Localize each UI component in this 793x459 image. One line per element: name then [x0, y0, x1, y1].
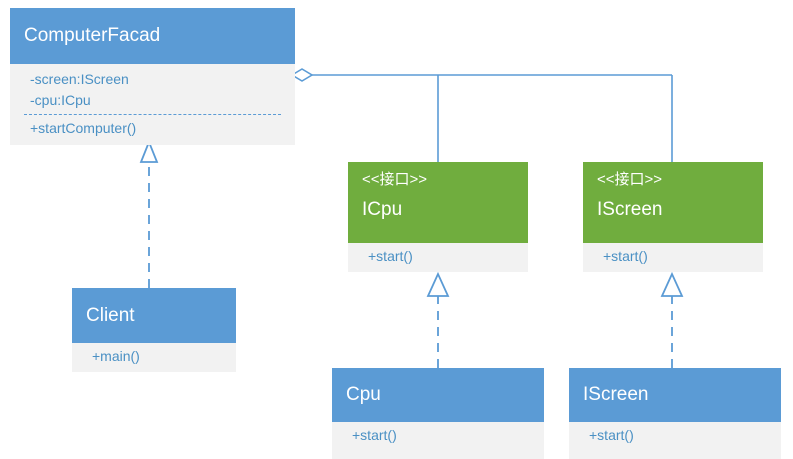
open-arrowhead-icon — [139, 139, 159, 163]
edge-client-to-facade — [139, 139, 159, 288]
interface-name-icpu: ICpu — [362, 199, 403, 220]
class-header-computer-facad: ComputerFacad — [10, 8, 295, 64]
class-name-cpu: Cpu — [346, 384, 381, 405]
class-box-screen[interactable]: IScreen +start() — [569, 368, 781, 459]
operation-start-icpu: +start() — [368, 248, 413, 264]
class-box-cpu[interactable]: Cpu +start() — [332, 368, 544, 459]
hollow-triangle-arrowhead-icon — [660, 271, 684, 297]
interface-body-iscreen: +start() — [583, 243, 763, 272]
interface-header-icpu: <<接口>> ICpu — [348, 162, 528, 243]
aggregation-diamond-icon — [290, 68, 314, 82]
operation-start-cpu: +start() — [352, 427, 397, 443]
hollow-triangle-arrowhead-icon — [426, 271, 450, 297]
interface-box-iscreen[interactable]: <<接口>> IScreen +start() — [583, 162, 763, 272]
class-header-cpu: Cpu — [332, 368, 544, 422]
attribute-cpu: -cpu:ICpu — [30, 92, 91, 108]
interface-header-iscreen: <<接口>> IScreen — [583, 162, 763, 243]
class-name-client: Client — [86, 304, 135, 326]
edge-screen-to-iscreen — [660, 271, 684, 368]
compartment-separator — [24, 114, 281, 115]
edge-cpu-to-icpu — [426, 271, 450, 368]
operation-start-iscreen: +start() — [603, 248, 648, 264]
class-header-screen: IScreen — [569, 368, 781, 422]
class-body-computer-facad: -screen:IScreen -cpu:ICpu +startComputer… — [10, 64, 295, 145]
operation-start-computer: +startComputer() — [30, 120, 137, 136]
interface-body-icpu: +start() — [348, 243, 528, 272]
operation-main: +main() — [92, 348, 140, 364]
edge-facade-to-interfaces — [290, 68, 673, 162]
attribute-screen: -screen:IScreen — [30, 71, 129, 87]
class-box-client[interactable]: Client +main() — [72, 288, 236, 372]
class-body-cpu: +start() — [332, 422, 544, 459]
stereotype-icpu: <<接口>> — [362, 171, 428, 188]
stereotype-iscreen: <<接口>> — [597, 171, 663, 188]
interface-name-iscreen: IScreen — [597, 199, 663, 220]
class-name-computer-facad: ComputerFacad — [24, 25, 161, 46]
interface-box-icpu[interactable]: <<接口>> ICpu +start() — [348, 162, 528, 272]
class-body-client: +main() — [72, 343, 236, 372]
operation-start-screen: +start() — [589, 427, 634, 443]
class-name-screen: IScreen — [583, 384, 649, 405]
class-body-screen: +start() — [569, 422, 781, 459]
class-box-computer-facad[interactable]: ComputerFacad -screen:IScreen -cpu:ICpu … — [10, 8, 295, 145]
class-header-client: Client — [72, 288, 236, 343]
